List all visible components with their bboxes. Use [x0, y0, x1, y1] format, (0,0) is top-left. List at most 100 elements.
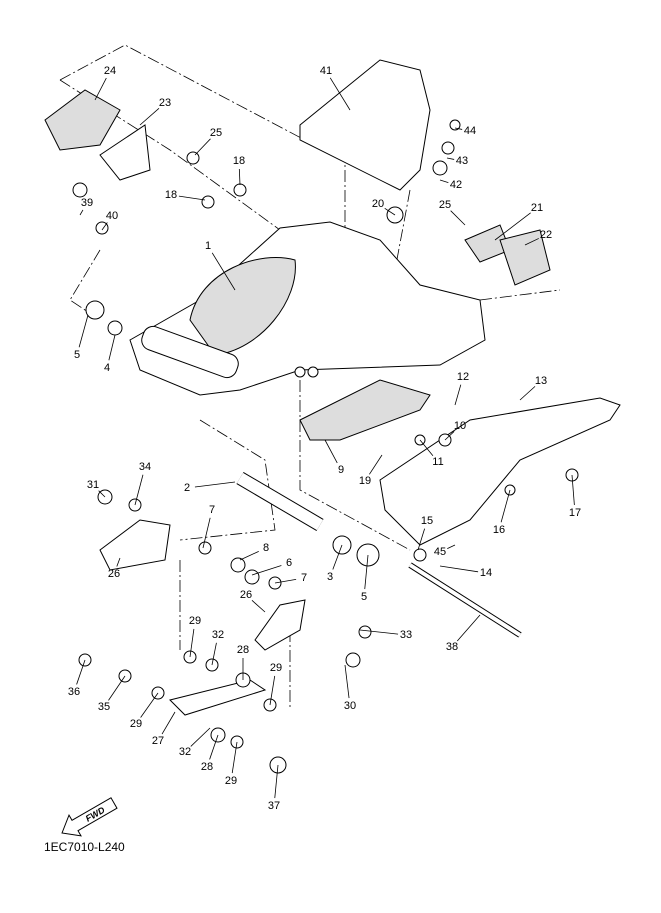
callout-39: 39	[79, 197, 93, 216]
callout-29: 29	[269, 662, 282, 706]
washer-part	[198, 541, 212, 555]
callout-number: 39	[81, 197, 93, 209]
leader-line	[194, 481, 236, 488]
callout-number: 5	[361, 591, 367, 603]
leader-line	[439, 565, 479, 573]
washer-part	[441, 141, 455, 155]
callout-number: 29	[270, 662, 282, 674]
washer-part	[95, 221, 109, 235]
callout-37: 37	[268, 764, 280, 812]
washer-part	[107, 320, 123, 336]
leader-line	[446, 157, 455, 160]
callout-32: 32	[179, 727, 211, 758]
callout-33: 33	[359, 629, 412, 641]
leader-line	[456, 614, 481, 642]
callout-number: 11	[432, 456, 443, 468]
callout-13: 13	[519, 375, 547, 401]
leader-line	[344, 664, 350, 699]
leader-line	[454, 384, 462, 406]
washer-part	[230, 557, 246, 573]
washer-part	[358, 625, 372, 639]
callout-12: 12	[454, 371, 469, 406]
cover-24	[44, 89, 121, 151]
callout-11: 11	[419, 439, 444, 468]
swingarm	[129, 221, 486, 396]
leader-line	[209, 734, 219, 760]
drawing-code: 1EC7010-L240	[44, 840, 125, 854]
callout-15: 15	[417, 515, 433, 551]
callout-3: 3	[327, 544, 343, 583]
callout-number: 27	[152, 735, 164, 747]
leader-line	[364, 554, 369, 590]
connecting-rod	[169, 679, 267, 716]
callout-number: 26	[240, 589, 252, 601]
callout-number: 15	[421, 515, 433, 527]
callout-number: 3	[327, 571, 333, 583]
leader-line	[524, 238, 539, 246]
callout-number: 35	[98, 701, 110, 713]
callout-number: 16	[493, 524, 505, 536]
callout-number: 28	[237, 644, 249, 656]
leader-line	[571, 474, 575, 506]
leader-line	[202, 517, 211, 549]
leader-line	[384, 208, 396, 216]
washer-part	[244, 569, 260, 585]
leader-line	[359, 629, 399, 635]
callout-28: 28	[237, 644, 249, 680]
callout-26: 26	[108, 557, 121, 580]
callout-10: 10	[444, 420, 466, 441]
washer-part	[186, 151, 200, 165]
callout-number: 23	[159, 97, 171, 109]
callout-number: 44	[464, 125, 476, 137]
leader-line	[231, 741, 238, 774]
forward-arrow-icon: FWD	[61, 797, 118, 837]
leader-line	[494, 212, 531, 241]
callout-number: 18	[165, 189, 177, 201]
callout-number: 14	[480, 567, 492, 579]
callout-17: 17	[569, 474, 581, 519]
leader-line	[178, 195, 206, 201]
callout-28: 28	[201, 734, 219, 773]
cover-22	[499, 229, 551, 286]
callout-44: 44	[454, 125, 476, 137]
callout-number: 2	[184, 482, 190, 494]
callout-21: 21	[494, 202, 543, 241]
chain-guide	[299, 379, 431, 441]
leader-line	[251, 565, 282, 576]
callout-number: 29	[189, 615, 201, 627]
callout-number: 18	[233, 155, 245, 167]
callout-number: 1	[205, 240, 211, 252]
callout-number: 21	[531, 202, 543, 214]
callout-number: 36	[68, 686, 80, 698]
leader-line	[251, 600, 266, 613]
callout-29: 29	[189, 615, 201, 658]
leader-line	[238, 168, 241, 186]
callout-7: 7	[202, 504, 215, 549]
leader-line	[211, 252, 236, 291]
callout-number: 25	[210, 127, 222, 139]
leader-line	[450, 210, 466, 226]
leader-line	[189, 628, 195, 658]
callout-number: 24	[104, 65, 116, 77]
callout-24: 24	[94, 65, 116, 101]
callout-14: 14	[439, 565, 492, 579]
callout-number: 43	[456, 155, 468, 167]
callout-number: 41	[320, 65, 332, 77]
leader-line	[500, 489, 511, 523]
leader-line	[419, 439, 434, 457]
callout-number: 13	[535, 375, 547, 387]
leader-line	[101, 222, 108, 231]
washer-part	[307, 366, 319, 378]
callout-number: 19	[359, 475, 371, 487]
leader-line	[194, 138, 211, 156]
callout-23: 23	[139, 97, 171, 126]
callout-number: 9	[338, 464, 344, 476]
leader-line	[161, 711, 176, 735]
callout-18: 18	[165, 189, 206, 201]
callout-40: 40	[101, 210, 118, 231]
callout-number: 29	[225, 775, 237, 787]
leader-line	[140, 692, 159, 718]
chain-case	[379, 397, 621, 546]
callout-45: 45	[434, 544, 456, 558]
